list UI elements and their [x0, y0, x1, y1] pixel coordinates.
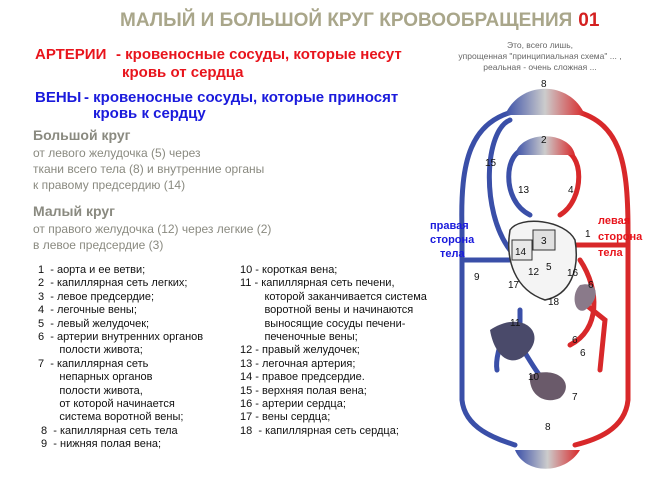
diagram-number-label: 9	[474, 272, 480, 283]
small-circle-description: от правого желудочка (12) через легкие (…	[33, 221, 271, 253]
aorta-vessel	[567, 107, 631, 448]
small-circle-heading: Малый круг	[33, 203, 115, 219]
legend-item: система воротной вены;	[38, 411, 184, 424]
slide-number: 01	[578, 10, 600, 31]
lung-capillaries	[515, 136, 575, 155]
legend-item: 8 - капиллярная сеть тела	[38, 424, 178, 437]
big-circle-description: от левого желудочка (5) через ткани всег…	[33, 145, 264, 193]
legend-left: 1 - аорта и ее ветви;2 - капиллярная сет…	[38, 264, 203, 452]
diagram-number-label: 12	[528, 267, 540, 278]
diagram-number-label: 8	[541, 79, 547, 90]
legend-item: полости живота,	[38, 384, 143, 397]
spleen	[574, 284, 596, 311]
pulmonary-artery-vessel	[506, 147, 533, 218]
body-capillaries-bottom	[515, 450, 580, 469]
legend-item: 4 - легочные вены;	[38, 304, 137, 317]
legend-item: 1 - аорта и ее ветви;	[38, 264, 146, 276]
legend-item: от которой начинается	[38, 398, 175, 411]
legend-right: 10 - короткая вена;11 - капиллярная сеть…	[240, 264, 427, 438]
legend-item: 18 - капиллярная сеть сердца;	[240, 424, 399, 437]
arteries-definition: - кровеносные сосуды, которые несут	[116, 46, 402, 63]
arteries-definition-cont: кровь от сердца	[122, 64, 244, 81]
legend-item: 9 - нижняя полая вена;	[38, 438, 162, 451]
legend-item: 12 - правый желудочек;	[240, 344, 360, 357]
side-label-line: правая	[430, 220, 469, 232]
abdominal-organs	[529, 372, 566, 401]
diagram-number-label: 17	[508, 280, 520, 291]
legend-item: воротной вены и начинаются	[240, 304, 414, 317]
legend-item: 17 - вены сердца;	[240, 411, 331, 424]
diagram-number-label: 11	[510, 318, 521, 329]
legend-item: 2 - капиллярная сеть легких;	[38, 277, 188, 290]
legend-item: печеночные вены;	[240, 331, 358, 344]
legend-item: полости живота;	[38, 344, 143, 357]
diagram-number-label: 10	[528, 372, 540, 383]
diagram-number-label: 6	[580, 348, 586, 359]
vena-cava-vessel	[459, 107, 523, 448]
right-atrium	[511, 239, 533, 261]
text-line: в левое предсердие (3)	[33, 238, 164, 252]
note-line: реальная - очень сложная ...	[483, 62, 597, 72]
legend-item: 6 - артерии внутренних органов	[38, 331, 204, 344]
note-line: Это, всего лишь,	[506, 40, 574, 50]
diagram-number-label: 1	[585, 229, 591, 240]
side-label-line: тела	[440, 248, 465, 260]
legend-item: 14 - правое предсердие.	[240, 371, 365, 384]
body-capillaries-top	[505, 88, 585, 115]
diagram-number-label: 3	[541, 236, 547, 247]
title-text: МАЛЫЙ И БОЛЬШОЙ КРУГ КРОВООБРАЩЕНИЯ	[120, 10, 573, 31]
legend-item: 16 - артерии сердца;	[240, 398, 346, 411]
side-label-line: тела	[598, 247, 623, 259]
diagram-number-label: 4	[568, 185, 574, 196]
note-line: упрощенная "принципиальная схема" ... ,	[458, 51, 622, 61]
text-line: от правого желудочка (12) через легкие (…	[33, 222, 272, 236]
diagram-number-label: 5	[546, 262, 552, 273]
side-label-line: сторона	[598, 231, 643, 243]
legend-item: 10 - короткая вена;	[240, 264, 338, 276]
legend-item: 13 - легочная артерия;	[240, 357, 356, 370]
veins-definition: - кровеносные сосуды, которые приносят	[84, 89, 399, 106]
diagram-number-label: 7	[572, 392, 578, 403]
schema-note: Это, всего лишь, упрощенная "принципиаль…	[440, 40, 640, 73]
legend-item: 5 - левый желудочек;	[38, 317, 150, 330]
veins-definition-cont: кровь к сердцу	[93, 105, 206, 122]
legend-item: непарных органов	[38, 371, 153, 384]
diagram-number-label: 15	[485, 158, 497, 169]
big-circle-heading: Большой круг	[33, 127, 131, 143]
diagram-number-label: 18	[548, 297, 560, 308]
arteries-term: АРТЕРИИ	[35, 46, 107, 63]
diagram-number-label: 6	[572, 335, 578, 346]
diagram-number-label: 2	[541, 135, 547, 146]
pulmonary-vein-vessel	[557, 147, 582, 218]
legend-item: выносящие сосуды печени-	[240, 317, 406, 330]
legend-item: которой заканчивается система	[240, 290, 427, 303]
left-atrium	[532, 229, 556, 251]
legend-item: 7 - капиллярная сеть	[38, 357, 149, 370]
superior-vena-cava	[486, 117, 513, 253]
diagram-number-label: 13	[518, 185, 530, 196]
diagram-number-label: 8	[545, 422, 551, 433]
liver	[490, 321, 535, 361]
text-line: ткани всего тела (8) и внутренние органы	[33, 162, 265, 176]
left-side-label: левая сторона тела	[598, 215, 643, 259]
diagram-number-label: 16	[567, 268, 579, 279]
veins-term: ВЕНЫ	[35, 89, 82, 106]
text-line: к правому предсердию (14)	[33, 178, 186, 192]
text-line: от левого желудочка (5) через	[33, 146, 201, 160]
diagram-number-label: 14	[515, 247, 527, 258]
right-side-label: правая сторона тела	[430, 220, 475, 260]
legend-item: 3 - левое предсердие;	[38, 290, 155, 303]
legend-item: 11 - капиллярная сеть печени,	[240, 277, 395, 290]
diagram-number-label: 6	[588, 280, 594, 291]
side-label-line: левая	[598, 215, 630, 227]
side-label-line: сторона	[430, 234, 475, 246]
legend-item: 15 - верхняя полая вена;	[240, 384, 367, 397]
